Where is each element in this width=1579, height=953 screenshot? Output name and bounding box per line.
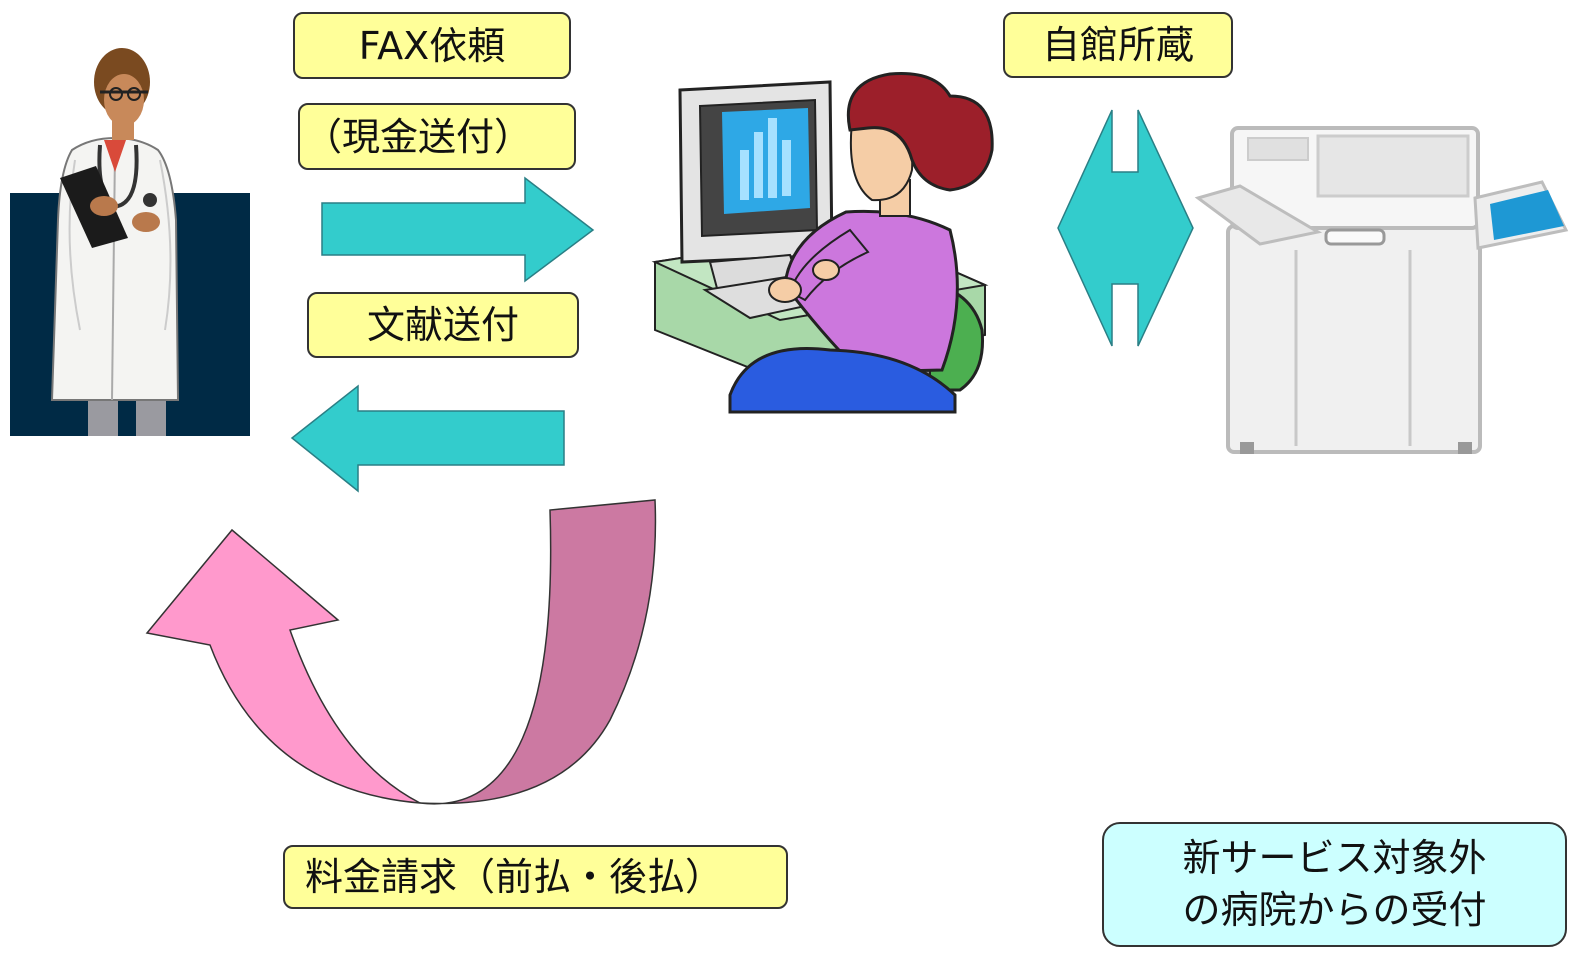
note-line-1: 新サービス対象外	[1182, 836, 1487, 880]
document-delivery-label: 文献送付	[307, 292, 579, 358]
fee-billing-label: 料金請求（前払・後払）	[283, 845, 788, 909]
billing-curved-arrow	[145, 499, 657, 805]
librarian-icon	[651, 71, 994, 414]
holdings-double-arrow	[1057, 109, 1194, 347]
note-line-2: の病院からの受付	[1182, 888, 1487, 932]
doctor-icon	[10, 48, 250, 436]
fax-request-label: FAX依頼	[293, 12, 571, 79]
non-service-note: 新サービス対象外 の病院からの受付	[1102, 822, 1567, 947]
cash-payment-label: （現金送付）	[298, 103, 576, 170]
delivery-arrow	[290, 384, 565, 493]
copier-icon	[1194, 126, 1569, 454]
own-holdings-label: 自館所蔵	[1003, 12, 1233, 78]
request-arrow	[321, 176, 595, 283]
